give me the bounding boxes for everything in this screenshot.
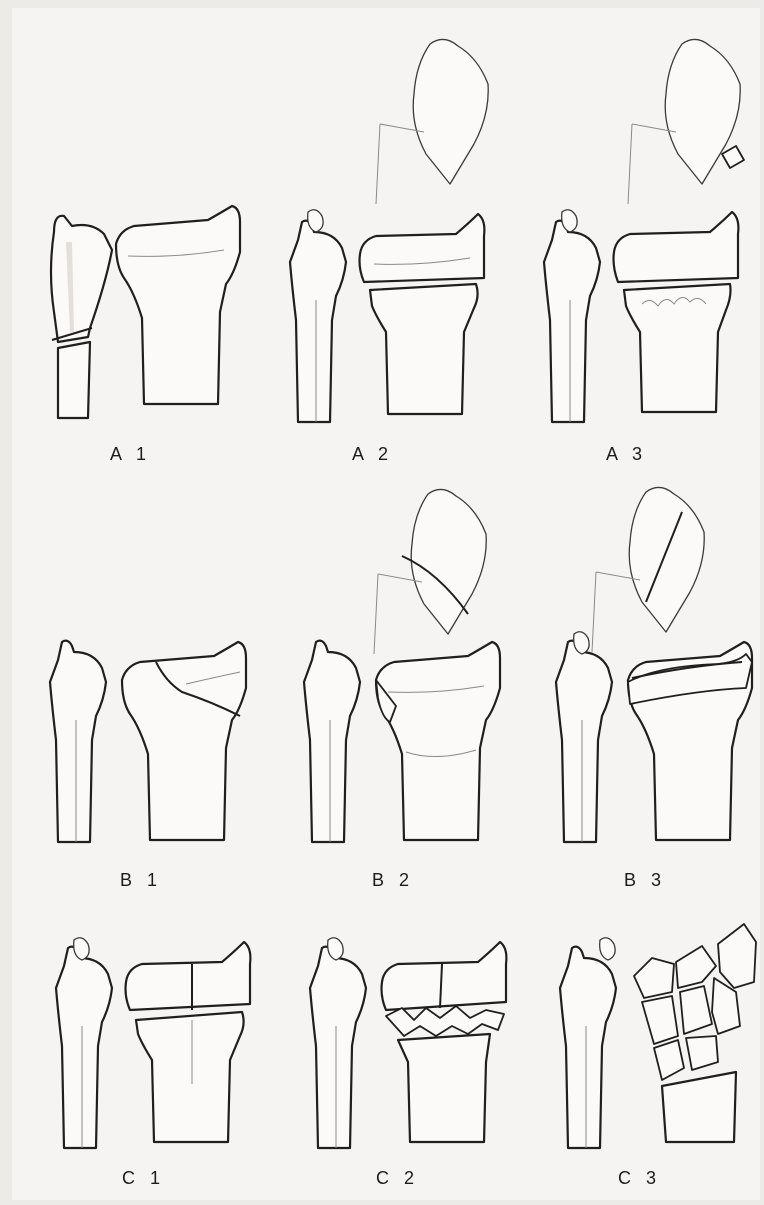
illustration-c3	[560, 924, 756, 1148]
label-a2: A 2	[352, 444, 393, 465]
label-c2: C 2	[376, 1168, 419, 1189]
label-a3: A 3	[606, 444, 647, 465]
illustration-a3	[544, 39, 744, 422]
illustration-a1	[51, 206, 240, 418]
illustration-c1	[56, 938, 250, 1148]
illustration-c2	[310, 938, 506, 1148]
label-b1: B 1	[120, 870, 162, 891]
label-c1: C 1	[122, 1168, 165, 1189]
label-b2: B 2	[372, 870, 414, 891]
illustration-b3	[556, 487, 752, 842]
label-b3: B 3	[624, 870, 666, 891]
illustration-a2	[290, 39, 488, 422]
illustration-b2	[304, 489, 500, 842]
illustration-b1	[50, 641, 246, 842]
label-a1: A 1	[110, 444, 151, 465]
label-c3: C 3	[618, 1168, 661, 1189]
